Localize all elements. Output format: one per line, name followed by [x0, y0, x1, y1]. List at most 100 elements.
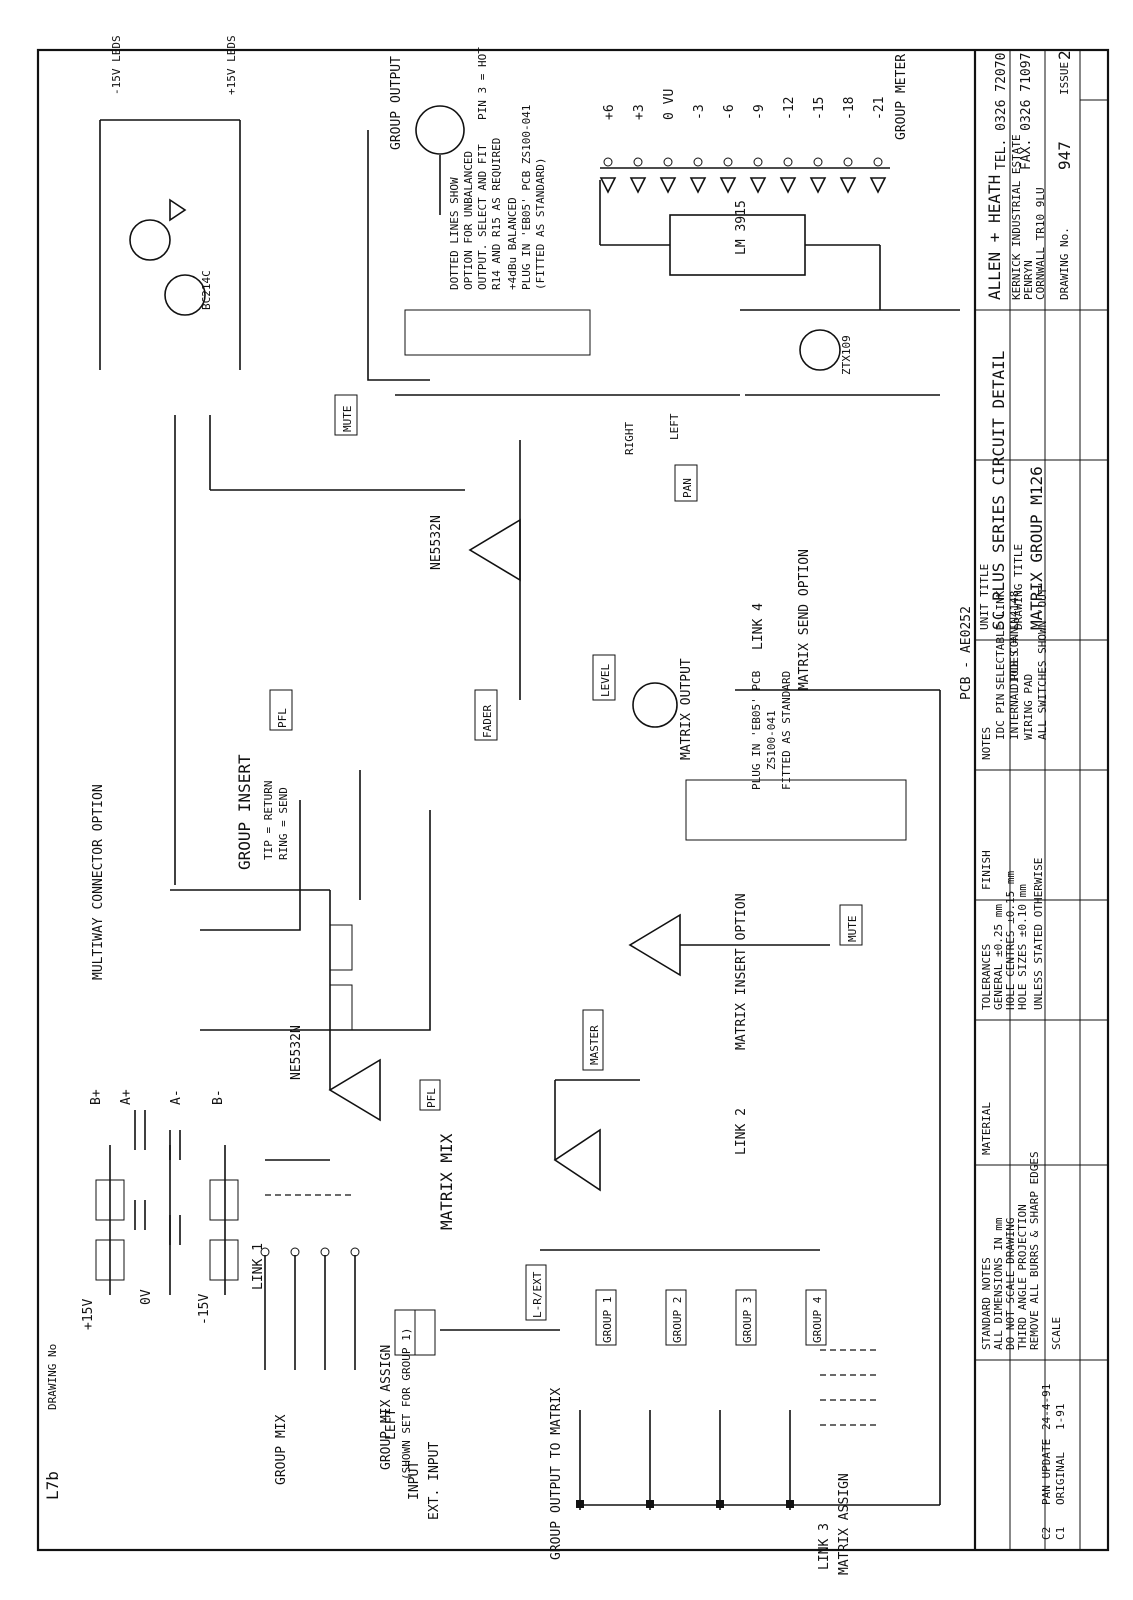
- leds-plus15: +15V LEDS: [225, 35, 238, 95]
- meter-led-node: [723, 157, 733, 167]
- group-output-section: GROUP OUTPUT PIN 3 = HOT DOTTED LINES SH…: [367, 47, 591, 381]
- meter-led-icon: [599, 177, 617, 194]
- rev-c1-desc: ORIGINAL: [1054, 1452, 1067, 1505]
- fax: FAX. 0326 71097: [1019, 53, 1034, 170]
- meter-led-node: [873, 157, 883, 167]
- multiway-label: MULTIWAY CONNECTOR OPTION: [91, 784, 106, 980]
- meter-scale-label: -12: [782, 97, 797, 120]
- std-notes-2: DO NOT SCALE DRAWING: [1004, 1218, 1017, 1350]
- unit-title: SC PLUS SERIES CIRCUIT DETAIL: [989, 351, 1008, 630]
- group-mix-assign-section: LINK 1 GROUP MIX ASSIGN (SHOWN SET FOR G…: [251, 1159, 413, 1485]
- meter-led-node: [843, 157, 853, 167]
- drawing-no-label: DRAWING No.: [1058, 227, 1071, 300]
- issue-label: ISSUE: [1058, 62, 1071, 95]
- meter-scale-label: -6: [722, 104, 737, 120]
- meter-led-node: [753, 157, 763, 167]
- tolerances-1: GENERAL ±0.25 mm: [992, 904, 1005, 1010]
- plug-note-3: FITTED AS STANDARD: [780, 671, 793, 790]
- note-idc: IDC PIN: [994, 694, 1007, 740]
- group-meter-label: GROUP METER: [894, 54, 909, 140]
- rev-c2-date: 24-4-91: [1040, 1384, 1053, 1430]
- matrix-send-option: MATRIX SEND OPTION: [797, 549, 812, 690]
- rail-0v: 0V: [139, 1289, 154, 1305]
- group-fader-section: NE5532N FADER PFL MUTE PAN LEVEL: [174, 394, 740, 885]
- drawing-title: MATRIX GROUP M126: [1027, 466, 1046, 630]
- note-line-5: +4dBu BALANCED: [506, 197, 519, 290]
- meter-led-icon: [689, 177, 707, 194]
- rev-c1-date: 1-91: [1054, 1404, 1067, 1431]
- group-mix-assign-note: (SHOWN SET FOR GROUP 1): [400, 1328, 413, 1480]
- meter-scale-label: -3: [692, 104, 707, 120]
- group-output-to-matrix: GROUP OUTPUT TO MATRIX: [549, 1388, 564, 1560]
- group-mix-label: GROUP MIX: [274, 1414, 289, 1485]
- group-mix-assign-title: GROUP MIX ASSIGN: [379, 1345, 394, 1470]
- plug-note-2: ZS100-041: [765, 710, 778, 770]
- tolerances-2: HOLE CENTRES ±0.15 mm: [1004, 871, 1017, 1010]
- group-insert-ring: RING = SEND: [277, 787, 290, 860]
- matrix-assign-label: MATRIX ASSIGN: [837, 1473, 852, 1575]
- drawing-border: [36, 48, 1110, 1552]
- rail-bplus: B+: [89, 1089, 104, 1105]
- meter-led-node: [603, 157, 613, 167]
- fader-label: FADER: [481, 705, 494, 738]
- meter-scale-label: -15: [812, 97, 827, 120]
- meter-led-icon: [719, 177, 737, 194]
- std-notes-3: THIRD ANGLE PROJECTION: [1016, 1204, 1029, 1350]
- meter-led-icon: [779, 177, 797, 194]
- rail-plus15: +15V: [81, 1299, 96, 1330]
- material-label: MATERIAL: [980, 1102, 993, 1155]
- rev-c2-desc: PAN UPDATE: [1040, 1439, 1053, 1505]
- master-label: MASTER: [588, 1025, 601, 1065]
- rev-c1: C1: [1054, 1527, 1067, 1540]
- pan-label: PAN: [681, 478, 694, 498]
- rail-aplus: A+: [119, 1089, 134, 1105]
- group-insert-section: GROUP INSERT TIP = RETURN RING = SEND MU…: [91, 754, 431, 1031]
- scale-label: SCALE: [1050, 1317, 1063, 1350]
- meter-led-node: [783, 157, 793, 167]
- level-label: LEVEL: [599, 664, 612, 697]
- pin3-hot: PIN 3 = HOT: [476, 47, 489, 120]
- meter-led-icon: [809, 177, 827, 194]
- note-diodes: DIODES = IN4148: [1008, 591, 1021, 690]
- note-conn: INTERNAL PCB CONN.: [1008, 621, 1021, 740]
- meter-led-node: [663, 157, 673, 167]
- note-line-7: (FITTED AS STANDARD): [534, 158, 547, 290]
- tolerances-4: UNLESS STATED OTHERWISE: [1032, 858, 1045, 1010]
- meter-led-icon: [869, 177, 887, 194]
- pfl-label: PFL: [276, 708, 289, 728]
- note-pad: WIRING PAD: [1022, 674, 1035, 740]
- finish-label: FINISH: [980, 850, 993, 890]
- address-1: KERNICK INDUSTRIAL ESTATE: [1010, 134, 1023, 300]
- note-line-2: OPTION FOR UNBALANCED: [462, 151, 475, 290]
- doc-number: L7b: [43, 1471, 62, 1500]
- group-insert-title: GROUP INSERT: [235, 754, 254, 870]
- tel: TEL. 0326 72070: [994, 53, 1009, 170]
- link4-section: LINK 4 MATRIX SEND OPTION PCB - AE0252: [735, 549, 974, 1340]
- note-line-6: PLUG IN 'EB05' PCB ZS100-041: [520, 105, 533, 290]
- leds-minus15: -15V LEDS: [110, 35, 123, 95]
- group2-label: GROUP 2: [671, 1297, 684, 1343]
- std-notes-1: ALL DIMENSIONS IN mm: [992, 1217, 1005, 1350]
- note-link: SELECTABLE LINK: [994, 590, 1007, 690]
- link2-label: LINK 2: [734, 1108, 749, 1155]
- matrix-insert-option: MATRIX INSERT OPTION: [734, 893, 749, 1050]
- matrix-output-section: MATRIX OUTPUT PLUG IN 'EB05' PCB ZS100-0…: [628, 658, 907, 977]
- mute-label: MUTE: [341, 406, 354, 433]
- group3-label: GROUP 3: [741, 1297, 754, 1343]
- link1-label: LINK 1: [251, 1243, 266, 1290]
- input-section: INPUT EXT. INPUT LEFT: [384, 1309, 560, 1520]
- input-label: INPUT: [407, 1461, 422, 1500]
- std-notes-0: STANDARD NOTES: [980, 1257, 993, 1350]
- meter-led-icon: [749, 177, 767, 194]
- company-name: ALLEN + HEATH: [985, 175, 1004, 300]
- peak-detector-section: BC214C -15V LEDS +15V LEDS: [99, 35, 241, 370]
- drawing-no: 947: [1055, 141, 1074, 170]
- matrix-op-amp-u1b: MASTER LINK 2 MATRIX INSERT OPTION PFL: [419, 893, 749, 1192]
- meter-scale-label: +3: [632, 104, 647, 120]
- rail-aminus: A-: [169, 1089, 184, 1105]
- meter-led-node: [633, 157, 643, 167]
- meter-led-icon: [629, 177, 647, 194]
- pfl2-label: PFL: [425, 1088, 438, 1108]
- std-notes-4: REMOVE ALL BURRS & SHARP EDGES: [1028, 1151, 1041, 1350]
